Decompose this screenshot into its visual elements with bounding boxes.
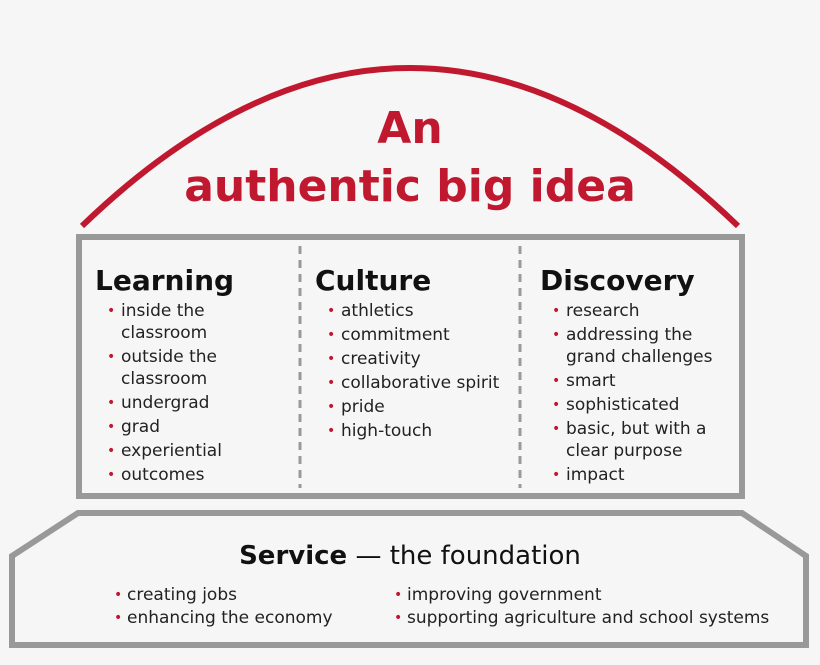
column-heading: Discovery [540,264,695,297]
list-item: supporting agriculture and school system… [394,607,769,630]
diagram-title: An authentic big idea [0,100,820,216]
list-item: enhancing the economy [114,607,333,630]
list-item: basic, but with a clear purpose [540,418,736,462]
title-line-1: An [377,103,443,154]
title-line-2: authentic big idea [184,161,636,212]
list-item: high-touch [315,420,515,442]
service-list: improving government supporting agricult… [394,584,769,630]
foundation-frame [9,510,809,648]
dome-arch [79,65,741,229]
service-subtitle: the foundation [389,541,581,571]
service-list-right: improving government supporting agricult… [394,584,769,630]
service-list: creating jobs enhancing the economy [114,584,333,630]
list-item: commitment [315,324,515,346]
list-item: outcomes [95,464,295,486]
list-item: pride [315,396,515,418]
service-list-left: creating jobs enhancing the economy [114,584,333,630]
column-heading: Learning [95,264,235,297]
list-item: impact [540,464,738,486]
list-item: creating jobs [114,584,333,607]
list-item: outside the classroom [95,346,231,390]
list-item: research [540,300,738,322]
column-learning: Learning inside the classroom outside th… [95,262,295,488]
list-item: collaborative spirit [315,372,515,394]
service-label: Service [239,541,348,571]
service-heading: Service — the foundation [0,538,820,574]
list-item: sophisticated [540,394,738,416]
list-item: undergrad [95,392,295,414]
list-item: inside the classroom [95,300,221,344]
pillars-frame [76,234,745,499]
list-item: experiential [95,440,295,462]
service-dash: — [355,541,382,571]
column-list: research addressing the grand challenges… [540,300,738,486]
column-culture: Culture athletics commitment creativity … [315,262,515,444]
list-item: smart [540,370,738,392]
list-item: grad [95,416,295,438]
column-discovery: Discovery research addressing the grand … [540,262,738,488]
list-item: addressing the grand challenges [540,324,731,368]
column-list: inside the classroom outside the classro… [95,300,295,486]
column-heading: Culture [315,264,432,297]
list-item: improving government [394,584,769,607]
list-item: creativity [315,348,515,370]
column-list: athletics commitment creativity collabor… [315,300,515,442]
list-item: athletics [315,300,515,322]
